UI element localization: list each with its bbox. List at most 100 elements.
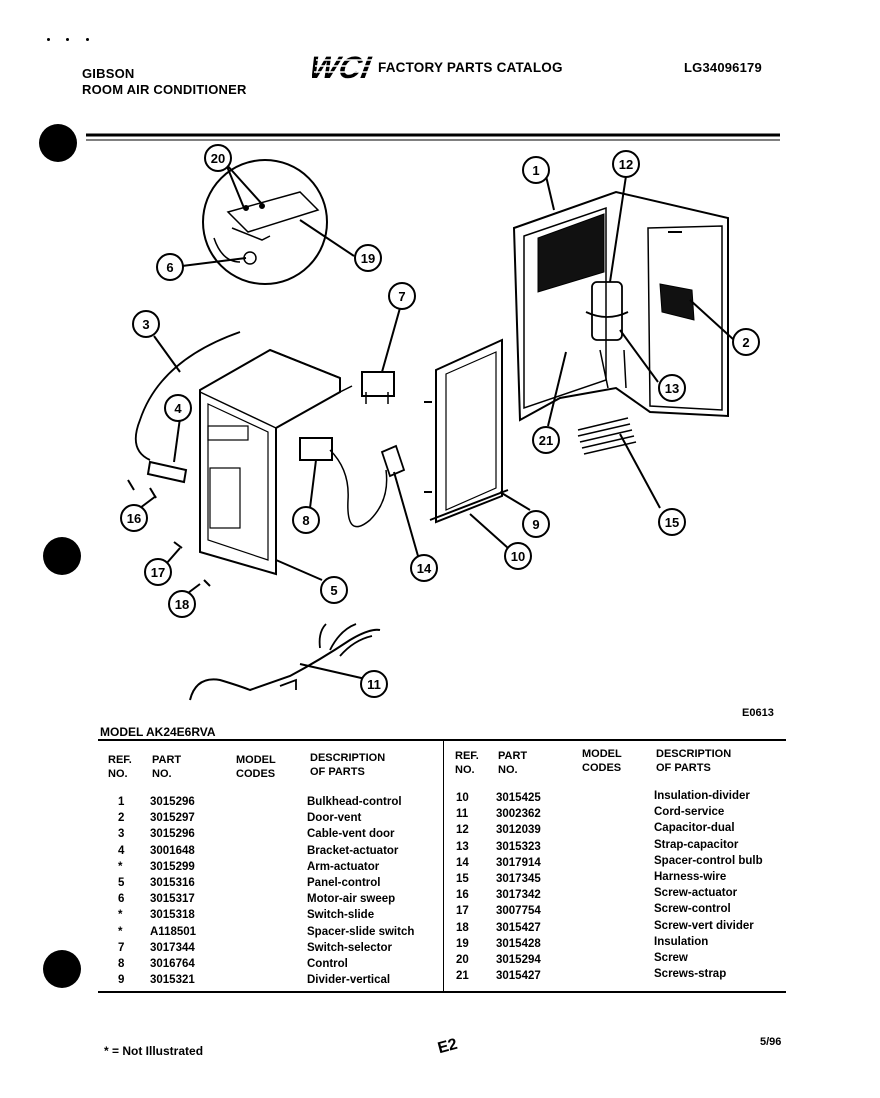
- table-cell: 5: [118, 877, 125, 890]
- table-cell: 20: [456, 954, 469, 967]
- table-cell: Screw: [654, 952, 688, 965]
- callout-6-inset: 6: [156, 253, 184, 281]
- table-cell: 3007754: [496, 905, 541, 918]
- bulkhead-control-shape: [512, 190, 729, 422]
- table-cell: 1: [118, 796, 125, 808]
- table-cell: 13: [456, 840, 469, 853]
- table-cell: 3015428: [496, 937, 541, 950]
- table-cell: 3016764: [150, 958, 195, 971]
- table-cell: 3017345: [496, 873, 541, 886]
- bracket-actuator-shape: [146, 460, 188, 484]
- table-cell: 12: [456, 824, 469, 837]
- table-cell: Spacer-slide switch: [307, 925, 415, 938]
- table-cell: 3017342: [496, 889, 541, 902]
- table-cell: 21: [456, 970, 469, 983]
- table-cell: 11: [456, 808, 469, 821]
- svg-text:16: 16: [127, 511, 141, 526]
- callout-15: 15: [658, 508, 686, 536]
- table-cell: Switch-slide: [307, 909, 375, 922]
- catalog-title: FACTORY PARTS CATALOG: [378, 60, 563, 75]
- svg-text:12: 12: [619, 157, 633, 172]
- table-cell: Insulation-divider: [654, 790, 750, 802]
- scan-speck: [86, 38, 89, 41]
- table-cell: 3015425: [496, 792, 541, 804]
- svg-text:11: 11: [367, 677, 381, 692]
- callout-10: 10: [504, 542, 532, 570]
- svg-text:21: 21: [539, 433, 553, 448]
- callout-5: 5: [320, 576, 348, 604]
- table-cell: Bracket-actuator: [307, 844, 399, 857]
- table-cell: Control: [307, 958, 348, 971]
- table-cell: 3: [118, 828, 125, 841]
- spacer-control-bulb-shape: [380, 444, 406, 478]
- table-cell: *: [118, 925, 123, 938]
- table-cell: Screw-vert divider: [654, 919, 754, 932]
- table-cell: 8: [118, 958, 125, 971]
- table-cell: 10: [456, 792, 469, 804]
- wci-logo: WCI: [307, 50, 375, 85]
- table-cell: 3017914: [496, 856, 541, 869]
- table-cell: 7: [118, 941, 125, 954]
- callout-11: 11: [360, 670, 388, 698]
- table-cell: *: [118, 909, 123, 922]
- table-cell: Arm-actuator: [307, 860, 380, 873]
- table-cell: 3015294: [496, 954, 541, 967]
- callout-13: 13: [658, 374, 686, 402]
- callout-21: 21: [532, 426, 560, 454]
- exploded-parts-diagram: 20 6 19 1 12 2 13 21 15 9 10 7 3 4 16 8 …: [86, 133, 780, 719]
- table-cell: 9: [118, 974, 125, 987]
- svg-text:6: 6: [166, 260, 173, 275]
- header-ref-right: REF.NO.: [455, 750, 479, 776]
- table-cell: Insulation: [654, 935, 709, 948]
- table-cell: 3015317: [150, 893, 195, 906]
- callout-2: 2: [732, 328, 760, 356]
- binder-hole-bottom: [43, 950, 81, 988]
- table-cell: 3015299: [150, 860, 195, 873]
- callout-12: 12: [612, 150, 640, 178]
- svg-text:8: 8: [302, 513, 309, 528]
- wci-logo-text: WCI: [312, 50, 374, 82]
- scan-speck: [47, 38, 50, 41]
- footnote-not-illustrated: * = Not Illustrated: [104, 1044, 204, 1058]
- brand-line1: GIBSON: [82, 66, 135, 81]
- table-cell: Capacitor-dual: [654, 822, 735, 835]
- callout-14: 14: [410, 554, 438, 582]
- callout-18: 18: [168, 590, 196, 618]
- table-cell: Screws-strap: [654, 968, 727, 981]
- svg-text:7: 7: [398, 289, 405, 304]
- table-cell: 3015296: [150, 828, 195, 841]
- table-cell: 3015296: [150, 796, 195, 808]
- switch-selector-shape: [361, 371, 395, 397]
- table-cell: A118501: [150, 925, 197, 938]
- table-cell: *: [118, 860, 123, 873]
- brand-line2: ROOM AIR CONDITIONER: [82, 82, 247, 97]
- table-cell: Spacer-control bulb: [654, 854, 763, 867]
- table-cell: 19: [456, 937, 469, 950]
- table-cell: 3002362: [496, 808, 541, 821]
- model-label: MODEL AK24E6RVA: [100, 725, 216, 739]
- table-cell: 3015318: [150, 909, 195, 922]
- catalog-number: LG34096179: [684, 60, 762, 75]
- table-cell: Strap-capacitor: [654, 838, 739, 851]
- table-cell: 15: [456, 873, 469, 886]
- capacitor-shape: [591, 281, 623, 341]
- callout-16: 16: [120, 504, 148, 532]
- svg-text:14: 14: [417, 561, 432, 576]
- table-cell: 3001648: [150, 844, 195, 857]
- table-cell: Switch-selector: [307, 941, 392, 954]
- svg-text:20: 20: [211, 151, 225, 166]
- table-cell: 3012039: [496, 824, 541, 837]
- svg-text:3: 3: [142, 317, 149, 332]
- svg-text:17: 17: [151, 565, 165, 580]
- svg-text:1: 1: [532, 163, 539, 178]
- revision-date: 5/96: [760, 1036, 782, 1048]
